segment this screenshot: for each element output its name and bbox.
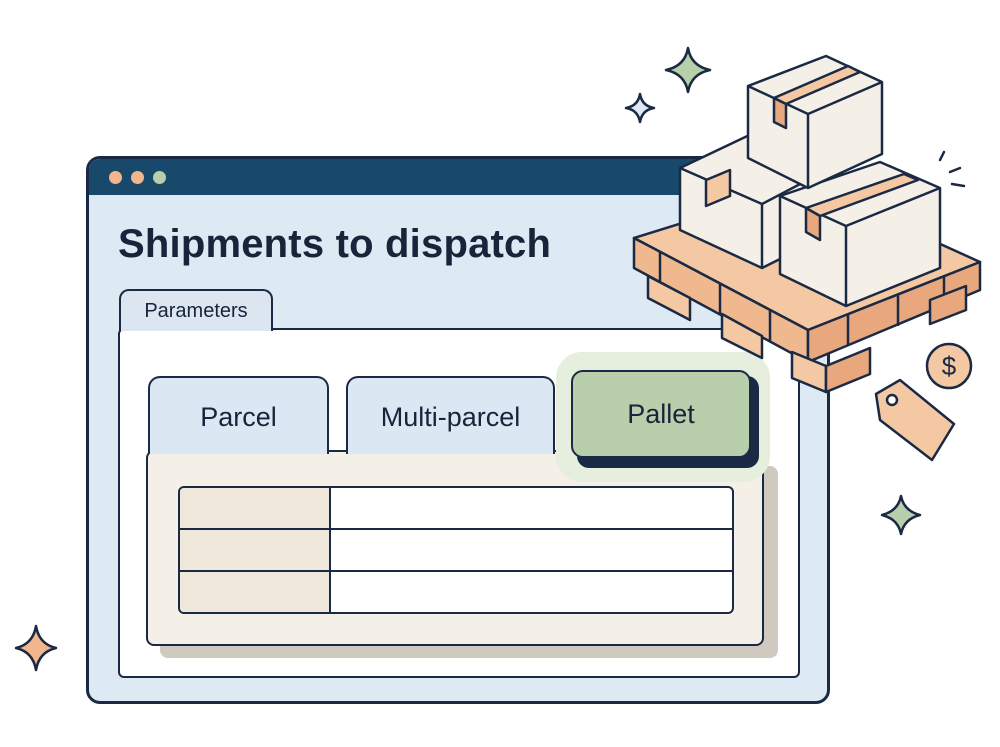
table-row-value[interactable] (331, 530, 732, 571)
table-row-value[interactable] (331, 488, 732, 529)
window-minimize-dot[interactable] (131, 171, 144, 184)
table-row-label (180, 572, 331, 612)
row-divider (180, 570, 732, 572)
table-row (180, 572, 732, 612)
tab-multi-parcel[interactable]: Multi-parcel (346, 376, 555, 454)
table-row (180, 488, 732, 529)
dollar-sign: $ (942, 351, 957, 381)
window-maximize-dot[interactable] (153, 171, 166, 184)
tab-parameters[interactable]: Parameters (119, 289, 273, 331)
row-divider (180, 528, 732, 530)
window-titlebar (89, 159, 827, 195)
table-row-label (180, 488, 331, 529)
table-row-label (180, 530, 331, 571)
price-tag-icon (874, 378, 956, 462)
tab-pallet[interactable]: Pallet (571, 370, 751, 458)
tab-parcel[interactable]: Parcel (148, 376, 329, 454)
details-table (178, 486, 734, 614)
window-close-dot[interactable] (109, 171, 122, 184)
table-row (180, 530, 732, 571)
table-row-value[interactable] (331, 572, 732, 612)
page-title: Shipments to dispatch (118, 222, 552, 266)
